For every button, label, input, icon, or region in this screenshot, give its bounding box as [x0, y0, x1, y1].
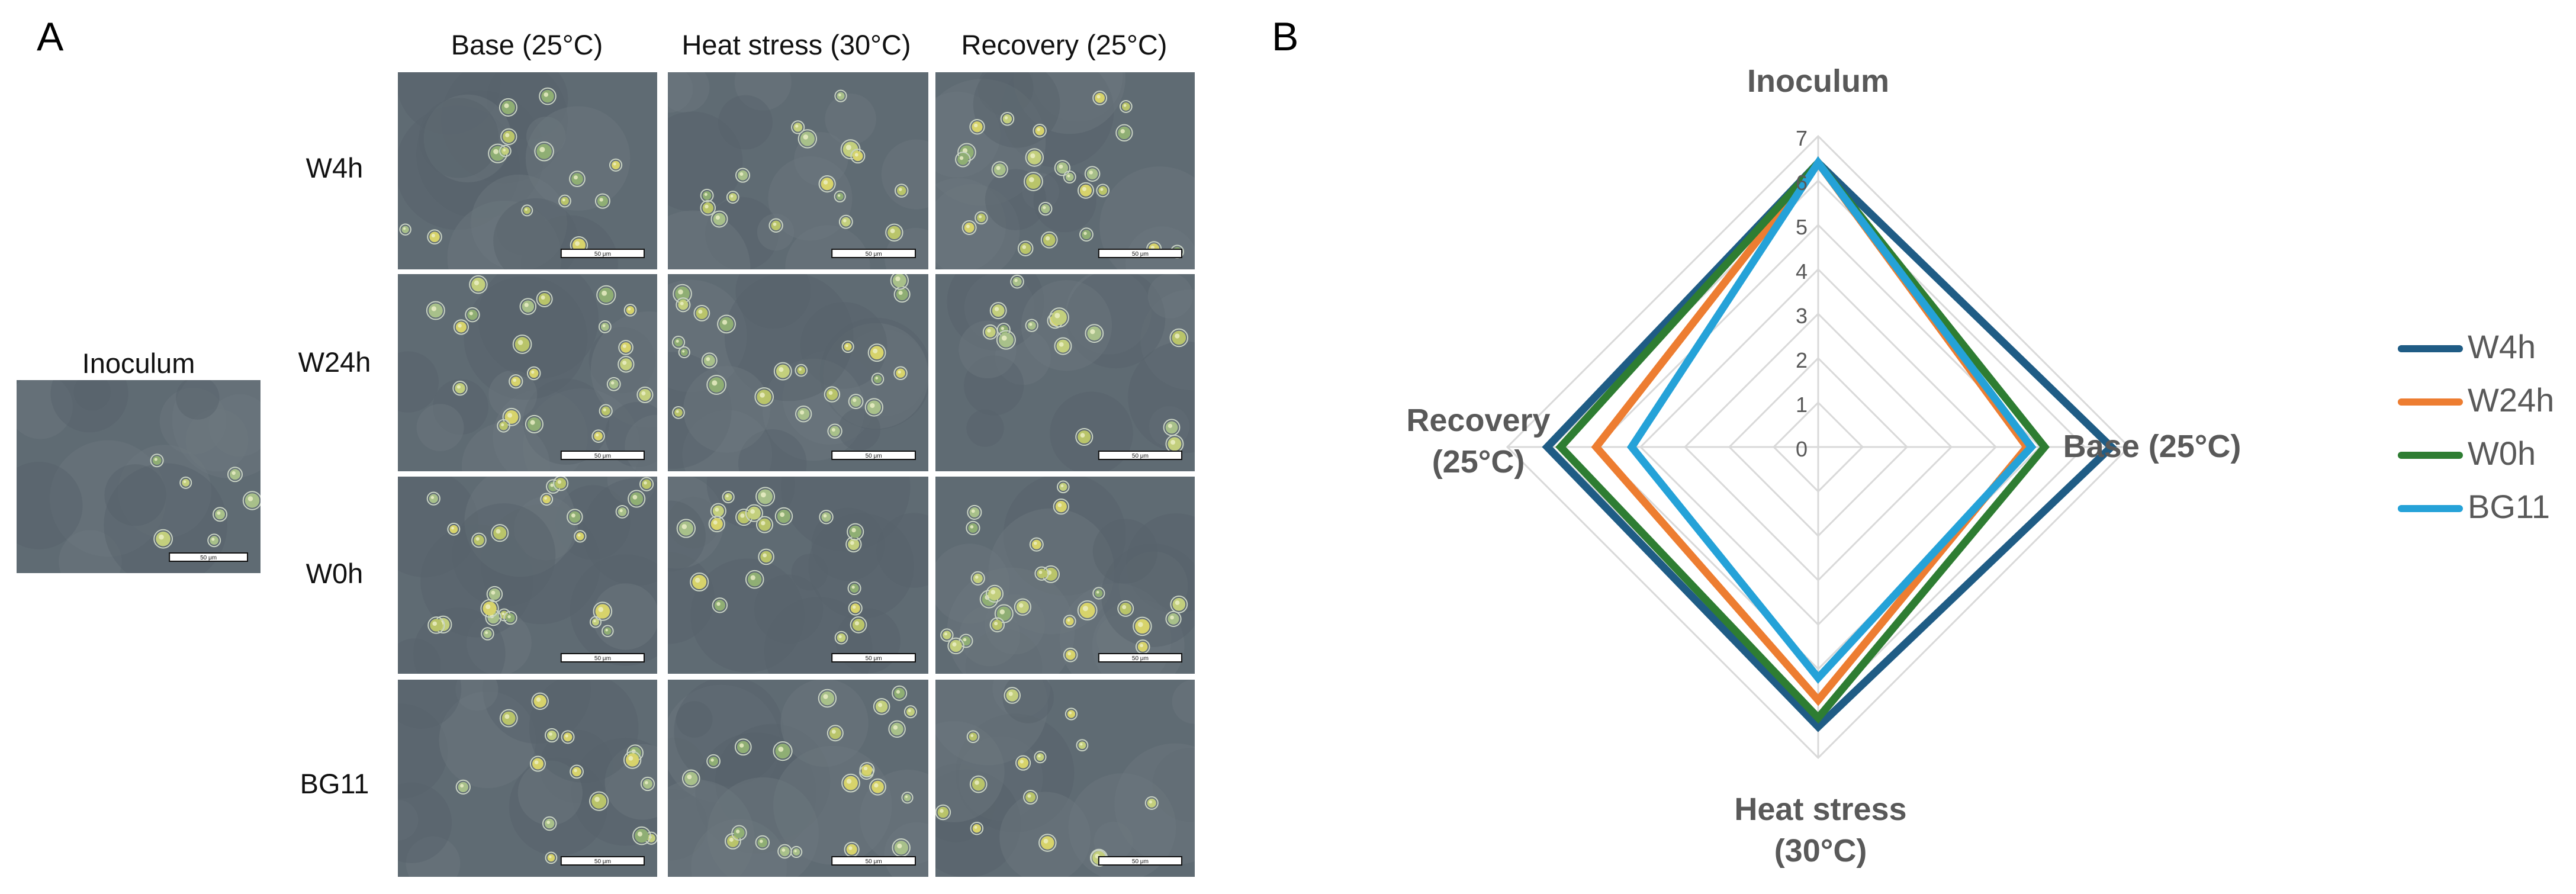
scale-bar [831, 653, 916, 663]
scale-bar-label: 50 μm [594, 251, 611, 258]
series-bg11 [1626, 156, 2037, 684]
legend-item-w24h: W24h [2398, 381, 2569, 419]
legend-item-w0h: W0h [2398, 435, 2569, 471]
panel-a-letter: A [37, 14, 64, 59]
axis-label-inoculum: Inoculum [1747, 63, 1889, 99]
series-w0h [1555, 156, 2050, 724]
micrograph-w4h-recovery: 50 μm [935, 72, 1195, 269]
scale-bar-label: 50 μm [200, 555, 217, 561]
panel-b-letter: B [1272, 14, 1299, 59]
scale-bar [560, 451, 645, 460]
micrograph-w24h-heat-stress: 50 μm [668, 274, 928, 471]
scale-bar [831, 249, 916, 258]
radial-tick-label: 1 [1796, 393, 1808, 417]
scale-bar-label: 50 μm [866, 251, 882, 258]
row-header-w4h: W4h [305, 152, 364, 184]
scale-bar-label: 50 μm [1132, 655, 1149, 662]
scale-bar [1098, 856, 1182, 866]
column-header-base: Base (25°C) [451, 29, 603, 60]
axis-label-base: Base (25°C) [2063, 429, 2241, 464]
micrograph-w4h-base: 50 μm [398, 72, 657, 269]
radial-tick-label: 2 [1796, 348, 1808, 372]
legend-item-bg11: BG11 [2398, 488, 2569, 525]
row-header-w24h: W24h [298, 346, 371, 378]
scale-bar [560, 653, 645, 663]
scale-bar [831, 451, 916, 460]
scale-bar-label: 50 μm [1132, 453, 1149, 459]
micrograph-inoculum: 50 μm [17, 380, 261, 573]
radial-tick-label: 0 [1796, 437, 1808, 461]
radial-tick-label: 3 [1796, 304, 1808, 328]
radial-tick-label: 7 [1796, 126, 1808, 150]
row-header-w0h: W0h [305, 558, 364, 589]
series-w24h [1591, 156, 2032, 706]
axis-label-recovery: Recovery(25°C) [1406, 403, 1550, 480]
legend-swatch [2398, 452, 2463, 459]
radial-tick-label: 6 [1796, 171, 1808, 195]
scale-bar [1098, 451, 1182, 460]
micrograph-w0h-base: 50 μm [398, 477, 657, 674]
column-header-recovery: Recovery (25°C) [961, 29, 1168, 60]
legend-label: W24h [2468, 381, 2555, 419]
micrograph-bg11-base: 50 μm [398, 680, 657, 877]
scale-bar [560, 856, 645, 866]
legend-label: W4h [2468, 328, 2536, 365]
legend-swatch [2398, 345, 2463, 352]
series-w4h [1542, 157, 2117, 732]
scale-bar [560, 249, 645, 258]
scale-bar-label: 50 μm [1132, 858, 1149, 865]
scale-bar [831, 856, 916, 866]
legend-swatch [2398, 505, 2463, 512]
micrograph-w0h-heat-stress: 50 μm [668, 477, 928, 674]
column-header-heat-stress: Heat stress (30°C) [681, 29, 911, 60]
micrograph-w24h-recovery: 50 μm [935, 274, 1195, 471]
axis-label-heat-stress: Heat stress(30°C) [1734, 792, 1906, 869]
micrograph-w4h-heat-stress: 50 μm [668, 72, 928, 269]
scale-bar-label: 50 μm [866, 858, 882, 865]
micrograph-bg11-recovery: 50 μm [935, 680, 1195, 877]
micrograph-w0h-recovery: 50 μm [935, 477, 1195, 674]
micrograph-w24h-base: 50 μm [398, 274, 657, 471]
legend-label: W0h [2468, 435, 2536, 472]
radial-tick-label: 5 [1796, 215, 1808, 239]
legend-swatch [2398, 398, 2463, 406]
legend-item-w4h: W4h [2398, 328, 2569, 365]
scale-bar [169, 552, 248, 562]
scale-bar [1098, 653, 1182, 663]
row-header-bg11: BG11 [300, 768, 369, 799]
scale-bar-label: 50 μm [866, 655, 882, 662]
scale-bar-label: 50 μm [866, 453, 882, 459]
inoculum-title: Inoculum [82, 348, 195, 379]
radial-tick-label: 4 [1796, 259, 1808, 284]
scale-bar [1098, 249, 1182, 258]
legend-label: BG11 [2468, 488, 2551, 525]
micrograph-bg11-heat-stress: 50 μm [668, 680, 928, 877]
scale-bar-label: 50 μm [1132, 251, 1149, 258]
scale-bar-label: 50 μm [594, 655, 611, 662]
scale-bar-label: 50 μm [594, 858, 611, 865]
scale-bar-label: 50 μm [594, 453, 611, 459]
